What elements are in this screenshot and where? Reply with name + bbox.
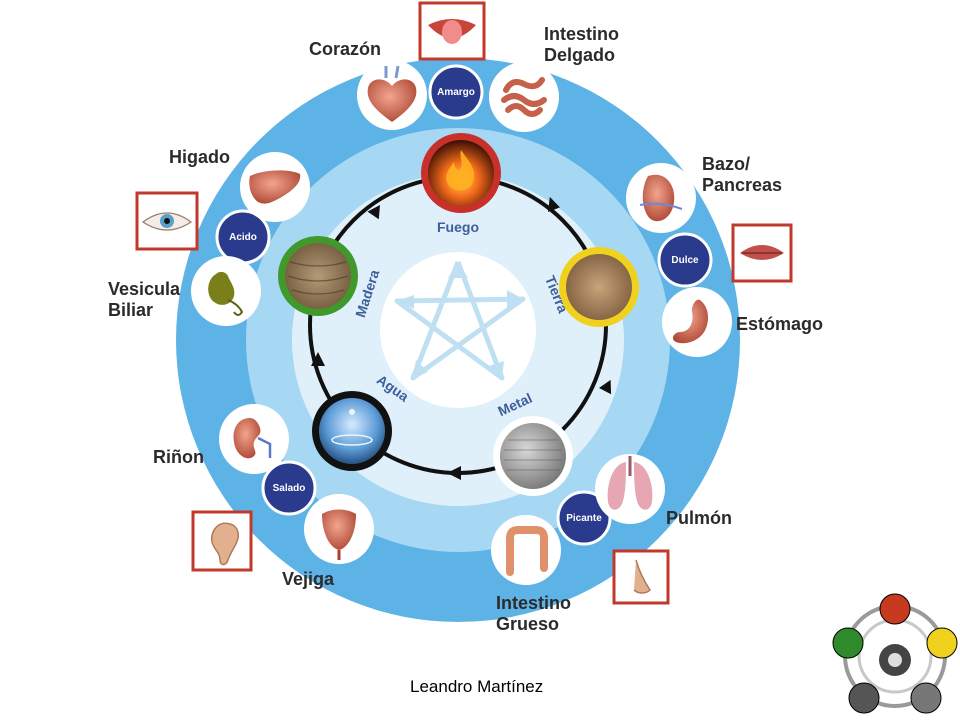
element-fuego — [421, 133, 501, 213]
mouth-tongue-picture — [418, 1, 486, 61]
flame-icon — [446, 150, 475, 191]
organ-label-higado: Higado — [169, 147, 230, 167]
small-intestine-icon — [489, 62, 559, 132]
control-cycle-star — [394, 261, 526, 381]
organ-label-corazon: Corazón — [309, 39, 381, 59]
lung-icon — [595, 454, 665, 524]
element-agua — [312, 391, 392, 471]
element-label-fuego: Fuego — [437, 219, 479, 235]
water-image — [319, 398, 385, 464]
element-metal — [493, 416, 573, 496]
wood-image — [285, 243, 351, 309]
arrow-tierra-metal — [599, 379, 612, 395]
kidney-icon — [219, 404, 289, 474]
eye-picture — [135, 191, 199, 251]
organ-label-pulmon: Pulmón — [666, 508, 732, 528]
ear-picture — [191, 510, 253, 572]
gallbladder-icon — [191, 256, 261, 326]
taste-badge-picante: Picante — [556, 490, 612, 546]
svg-text:Picante: Picante — [566, 513, 602, 524]
element-tierra — [559, 247, 639, 327]
svg-text:Dulce: Dulce — [671, 255, 699, 266]
taste-badge-dulce: Dulce — [657, 232, 713, 288]
organ-label-rinon: Riñon — [153, 447, 204, 467]
svg-text:Amargo: Amargo — [437, 87, 475, 98]
organ-label-vesicula-biliar: Vesicula Biliar — [108, 279, 181, 320]
svg-text:Acido: Acido — [229, 232, 257, 243]
arrow-metal-agua — [447, 466, 461, 480]
taste-badge-salado: Salado — [261, 460, 317, 516]
large-intestine-icon — [491, 515, 561, 585]
earth-image — [566, 254, 632, 320]
liver-icon — [240, 152, 310, 222]
organ-label-estomago: Estómago — [736, 314, 824, 334]
organ-label-vejiga: Vejiga — [282, 569, 335, 589]
logo-water-icon — [848, 682, 880, 714]
logo-earth-icon — [926, 627, 958, 659]
logo-metal-icon — [910, 682, 942, 714]
logo-fire-icon — [879, 593, 911, 625]
heart-icon — [357, 60, 427, 130]
arrow-madera-fuego — [367, 205, 380, 220]
spleen-pancreas-icon — [626, 163, 696, 233]
control-cycle-star-arrows — [397, 262, 523, 378]
arrow-fuego-tierra — [548, 196, 560, 212]
metal-image — [500, 423, 566, 489]
nose-picture — [612, 549, 670, 605]
element-madera — [278, 236, 358, 316]
organ-label-intestino-grueso: Intestino Grueso — [496, 593, 571, 634]
organ-label-bazo-pancreas: Bazo/ Pancreas — [702, 154, 783, 195]
svg-text:Salado: Salado — [273, 483, 306, 494]
lips-picture — [731, 223, 793, 283]
arrow-agua-madera — [311, 352, 325, 366]
bladder-icon — [304, 494, 374, 564]
logo-wood-icon — [832, 627, 864, 659]
taste-badge-amargo: Amargo — [428, 64, 484, 120]
author-footer: Leandro Martínez — [410, 677, 544, 696]
organ-label-intestino-delgado: Intestino Delgado — [544, 24, 619, 65]
stomach-icon — [662, 287, 732, 357]
generating-cycle-arrows — [311, 196, 612, 480]
five-elements-logo — [832, 593, 958, 714]
